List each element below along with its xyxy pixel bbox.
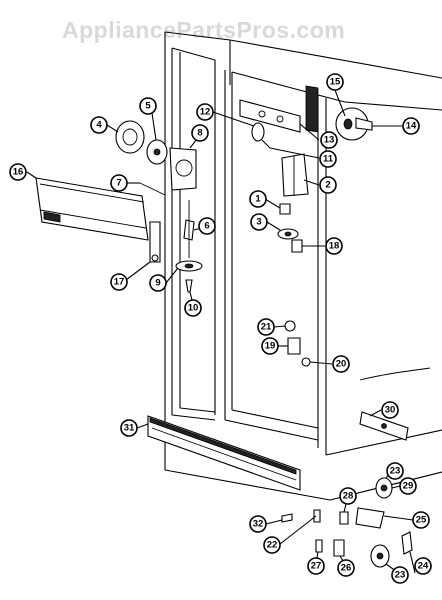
part-16-freezer-cover <box>35 177 149 241</box>
callout-label: 9 <box>155 278 160 289</box>
part-5-fan-housing <box>146 139 168 165</box>
callout-21: 21 <box>257 318 275 336</box>
callout-label: 17 <box>114 277 125 288</box>
callout-label: 15 <box>330 77 341 88</box>
callout-label: 28 <box>343 491 354 502</box>
callout-24: 24 <box>414 557 432 575</box>
callout-32: 32 <box>249 515 267 533</box>
callout-15: 15 <box>326 73 344 91</box>
part-7-clip <box>139 182 166 196</box>
callout-5: 5 <box>139 97 157 115</box>
leader-11 <box>261 139 271 149</box>
part-19-hinge-plate <box>287 337 301 355</box>
callout-30: 30 <box>381 401 399 419</box>
callout-17: 17 <box>110 273 128 291</box>
callout-label: 10 <box>188 303 199 314</box>
callout-label: 21 <box>261 322 272 333</box>
callout-label: 5 <box>145 101 151 112</box>
part-21-screw <box>284 320 296 332</box>
part-28-clip <box>339 511 349 525</box>
callout-23-upper: 23 <box>386 462 404 480</box>
callout-19: 19 <box>261 337 279 355</box>
callout-label: 32 <box>253 519 264 530</box>
callout-label: 23 <box>390 466 401 477</box>
callout-label: 13 <box>324 135 335 146</box>
callout-9: 9 <box>149 274 167 292</box>
callout-label: 12 <box>200 107 211 118</box>
callout-10: 10 <box>184 299 202 317</box>
callout-label: 24 <box>418 561 429 572</box>
callout-label: 16 <box>13 167 24 178</box>
callout-6: 6 <box>198 217 216 235</box>
callout-label: 8 <box>197 128 202 139</box>
callout-label: 14 <box>406 121 417 132</box>
part-24-pin <box>401 531 413 555</box>
callout-14: 14 <box>402 117 420 135</box>
callout-23-lower: 23 <box>391 566 409 584</box>
callout-31: 31 <box>120 419 138 437</box>
callout-11: 11 <box>319 150 337 168</box>
part-26-link <box>333 539 345 557</box>
callout-20: 20 <box>332 355 350 373</box>
callout-label: 2 <box>325 180 330 191</box>
leader-lines <box>26 89 416 575</box>
callout-4: 4 <box>90 116 108 134</box>
callout-25: 25 <box>412 511 430 529</box>
callout-label: 27 <box>311 561 322 572</box>
callout-label: 30 <box>385 405 396 416</box>
callout-label: 22 <box>267 540 278 551</box>
callout-3: 3 <box>250 213 268 231</box>
callout-29: 29 <box>399 477 417 495</box>
part-8-assembly <box>169 147 197 191</box>
callout-18: 18 <box>325 237 343 255</box>
callout-27: 27 <box>307 557 325 575</box>
callout-label: 25 <box>416 515 427 526</box>
part-31-grille <box>147 415 301 491</box>
callout-1: 1 <box>249 190 267 208</box>
part-15-14-socket <box>335 107 373 141</box>
callout-label: 26 <box>341 563 352 574</box>
callout-label: 29 <box>403 481 414 492</box>
callout-label: 20 <box>336 359 347 370</box>
callout-22: 22 <box>263 536 281 554</box>
callout-8: 8 <box>191 124 209 142</box>
part-13-light-bracket <box>239 99 301 133</box>
part-2-control-box <box>281 153 309 197</box>
callout-label: 23 <box>395 570 406 581</box>
part-12-bulb <box>251 122 265 142</box>
callout-2: 2 <box>319 176 337 194</box>
callout-28: 28 <box>339 487 357 505</box>
part-18-switch <box>291 239 303 253</box>
part-9-disc <box>175 260 203 272</box>
callout-26: 26 <box>337 559 355 577</box>
callout-label: 19 <box>265 341 276 352</box>
part-10-screw <box>185 279 193 293</box>
part-29-roller <box>375 477 393 499</box>
part-27-screw <box>315 539 323 553</box>
callout-7: 7 <box>110 174 128 192</box>
part-20-screw <box>301 357 311 367</box>
part-1-clip <box>279 203 291 215</box>
callout-label: 7 <box>116 178 121 189</box>
callout-label: 6 <box>204 221 209 232</box>
callout-12: 12 <box>196 103 214 121</box>
part-32-screw <box>281 513 293 523</box>
part-30-hinge-bar <box>359 411 409 441</box>
callout-16: 16 <box>9 163 27 181</box>
callout-label: 18 <box>329 241 340 252</box>
callout-label: 1 <box>255 194 261 205</box>
part-22-screw <box>313 509 321 523</box>
part-17-bracket <box>149 221 161 263</box>
callout-label: 11 <box>323 154 334 165</box>
callout-label: 31 <box>124 423 135 434</box>
part-25-bracket <box>355 507 385 529</box>
callout-label: 3 <box>256 217 261 228</box>
callout-label: 4 <box>96 120 102 131</box>
part-4-motor <box>115 120 145 154</box>
part-23b-roller <box>370 544 390 568</box>
part-3-knob <box>277 228 299 240</box>
callout-13: 13 <box>320 131 338 149</box>
watermark-text: AppliancePartsPros.com <box>62 17 345 43</box>
